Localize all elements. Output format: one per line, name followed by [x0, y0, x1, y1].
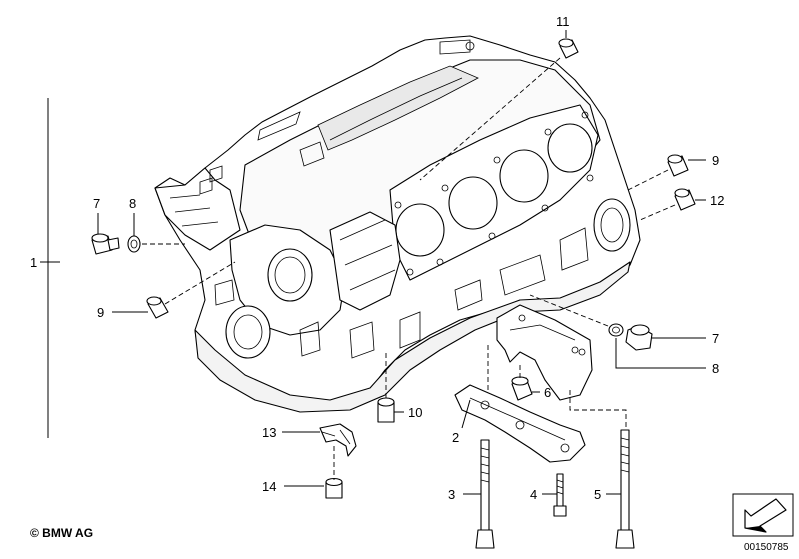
- callout-8-right: 8: [712, 361, 719, 376]
- callout-6: 6: [544, 385, 551, 400]
- callout-4: 4: [530, 487, 537, 502]
- dowel-sleeve-10: [377, 397, 395, 423]
- callout-9-left: 9: [97, 305, 104, 320]
- dowel-sleeve-9-left: [146, 296, 169, 319]
- callout-5: 5: [594, 487, 601, 502]
- callout-10: 10: [408, 405, 422, 420]
- callout-1: 1: [30, 255, 37, 270]
- callout-12: 12: [710, 193, 724, 208]
- callout-11: 11: [556, 14, 570, 29]
- callout-8-left: 8: [129, 196, 136, 211]
- callout-13: 13: [262, 425, 276, 440]
- bolt-4: [553, 473, 567, 517]
- bearing-ladder: [454, 384, 586, 463]
- bolt-3: [475, 439, 495, 549]
- callout-14: 14: [262, 479, 276, 494]
- callout-7-left: 7: [93, 196, 100, 211]
- copyright-text: © BMW AG: [30, 526, 93, 540]
- screw-plug-7-right: [625, 324, 653, 351]
- hollow-screw-14: [325, 477, 343, 499]
- main-bearing-cap: [496, 304, 593, 401]
- dowel-sleeve-9-right: [667, 154, 689, 177]
- screw-plug-7-left: [91, 233, 120, 255]
- leader-lines: [40, 30, 706, 495]
- seal-ring-8-right: [608, 323, 624, 337]
- seal-ring-8-left: [127, 235, 141, 253]
- callout-2: 2: [452, 430, 459, 445]
- callout-3: 3: [448, 487, 455, 502]
- sleeve-6: [511, 376, 533, 401]
- arrow-down-left-icon: [732, 493, 794, 537]
- callout-9-right: 9: [712, 153, 719, 168]
- callout-7-right: 7: [712, 331, 719, 346]
- bolt-5: [615, 429, 635, 549]
- dowel-sleeve-12: [674, 188, 696, 211]
- oil-spray-nozzle-13: [319, 423, 357, 457]
- image-number: 00150785: [744, 542, 789, 553]
- dowel-sleeve-11: [558, 38, 579, 59]
